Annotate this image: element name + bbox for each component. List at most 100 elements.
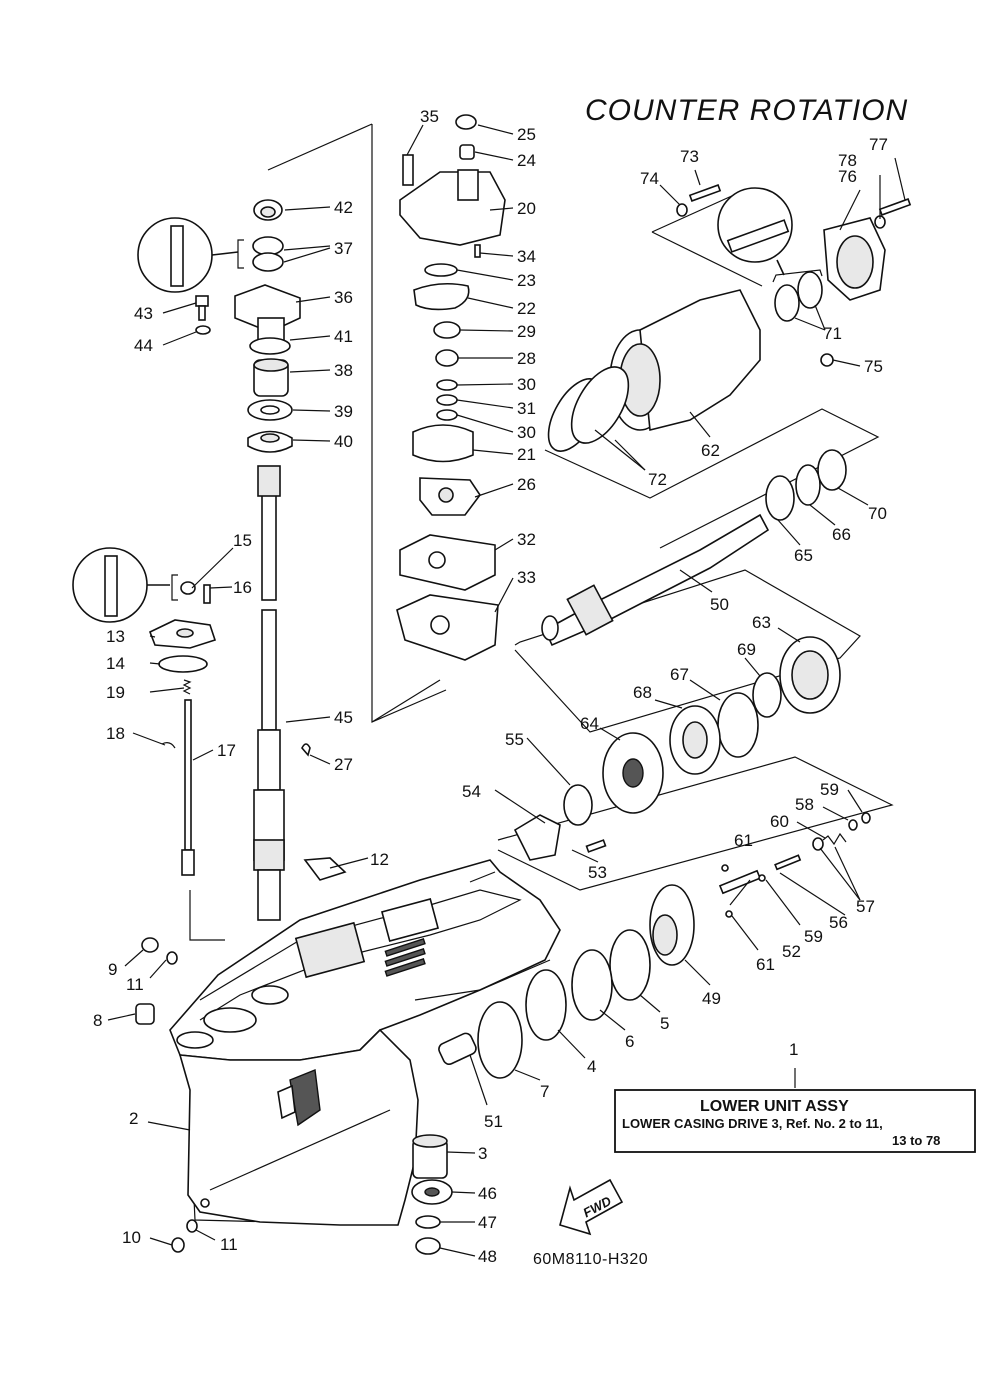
callout-57: 57: [856, 897, 875, 916]
callout-61b: 61: [756, 955, 775, 974]
callout-64: 64: [580, 714, 599, 733]
assembly-line2: 13 to 78: [892, 1133, 940, 1148]
drive-shaft-assembly: [195, 199, 347, 921]
callout-76: 76: [838, 167, 857, 186]
misc-small-parts: [135, 937, 198, 1253]
callout-58: 58: [795, 795, 814, 814]
assembly-reference-box: LOWER UNIT ASSY LOWER CASING DRIVE 3, Re…: [614, 1040, 976, 1153]
callout-19: 19: [106, 683, 125, 702]
callout-30a: 30: [517, 375, 536, 394]
shift-rod-assembly: [148, 581, 217, 876]
callout-54: 54: [462, 782, 481, 801]
forward-gear-bearings: [513, 636, 841, 861]
callout-leaders: [107, 124, 906, 1257]
callout-28: 28: [517, 349, 536, 368]
callout-38: 38: [334, 361, 353, 380]
callout-3: 3: [478, 1144, 487, 1163]
callout-60: 60: [770, 812, 789, 831]
propeller-shaft: [541, 449, 847, 647]
callout-53: 53: [588, 863, 607, 882]
lower-casing: [169, 859, 561, 1226]
assembly-title: LOWER UNIT ASSY: [700, 1098, 849, 1115]
callout-72: 72: [648, 470, 667, 489]
callout-15: 15: [233, 531, 252, 550]
diagram-code: 60M8110-H320: [533, 1251, 648, 1268]
propeller-shaft-housing: [547, 184, 912, 452]
callout-27: 27: [334, 755, 353, 774]
callout-2: 2: [129, 1109, 138, 1128]
diagram-title: COUNTER ROTATION: [585, 94, 908, 127]
callout-24: 24: [517, 151, 536, 170]
callout-48: 48: [478, 1247, 497, 1266]
callout-59b: 59: [804, 927, 823, 946]
callout-26: 26: [517, 475, 536, 494]
detail-bubbles: [72, 187, 823, 623]
callout-21: 21: [517, 445, 536, 464]
callout-35: 35: [420, 107, 439, 126]
callout-56: 56: [829, 913, 848, 932]
callout-4: 4: [587, 1057, 596, 1076]
callout-70: 70: [868, 504, 887, 523]
callout-52: 52: [782, 942, 801, 961]
callout-51: 51: [484, 1112, 503, 1131]
callout-labels: 2 3 4 5 6 7 8 9 10 11 11 12 13 14 15 16 …: [93, 107, 888, 1266]
shift-plunger-parts: [718, 812, 871, 918]
callout-50: 50: [710, 595, 729, 614]
callout-30b: 30: [517, 423, 536, 442]
callout-31: 31: [517, 399, 536, 418]
callout-18: 18: [106, 724, 125, 743]
callout-45: 45: [334, 708, 353, 727]
callout-44: 44: [134, 336, 153, 355]
callout-68: 68: [633, 683, 652, 702]
callout-10: 10: [122, 1228, 141, 1247]
callout-33: 33: [517, 568, 536, 587]
callout-71: 71: [823, 324, 842, 343]
callout-41: 41: [334, 327, 353, 346]
callout-11b: 11: [220, 1235, 238, 1254]
callout-77: 77: [869, 135, 888, 154]
callout-67: 67: [670, 665, 689, 684]
callout-49: 49: [702, 989, 721, 1008]
water-pump-assembly: [396, 114, 506, 661]
callout-73: 73: [680, 147, 699, 166]
callout-69: 69: [737, 640, 756, 659]
callout-63: 63: [752, 613, 771, 632]
callout-8: 8: [93, 1011, 102, 1030]
callout-12: 12: [370, 850, 389, 869]
callout-42: 42: [334, 198, 353, 217]
callout-25: 25: [517, 125, 536, 144]
callout-32: 32: [517, 530, 536, 549]
assembly-line1: LOWER CASING DRIVE 3, Ref. No. 2 to 11,: [622, 1116, 883, 1131]
callout-6: 6: [625, 1032, 634, 1051]
callout-9: 9: [108, 960, 117, 979]
callout-36: 36: [334, 288, 353, 307]
callout-5: 5: [660, 1014, 669, 1033]
callout-61a: 61: [734, 831, 753, 850]
fwd-arrow: FWD: [559, 1178, 624, 1236]
callout-13: 13: [106, 627, 125, 646]
callout-39: 39: [334, 402, 353, 421]
callout-62: 62: [701, 441, 720, 460]
callout-43: 43: [134, 304, 153, 323]
callout-59a: 59: [820, 780, 839, 799]
reverse-gear-parts: [411, 884, 695, 1255]
callout-22: 22: [517, 299, 536, 318]
callout-74: 74: [640, 169, 659, 188]
callout-46: 46: [478, 1184, 497, 1203]
callout-37: 37: [334, 239, 353, 258]
callout-7: 7: [540, 1082, 549, 1101]
callout-55: 55: [505, 730, 524, 749]
callout-23: 23: [517, 271, 536, 290]
callout-20: 20: [517, 199, 536, 218]
callout-11a: 11: [126, 975, 144, 994]
callout-17: 17: [217, 741, 236, 760]
callout-29: 29: [517, 322, 536, 341]
callout-14: 14: [106, 654, 125, 673]
callout-16: 16: [233, 578, 252, 597]
callout-40: 40: [334, 432, 353, 451]
callout-1: 1: [789, 1040, 798, 1059]
callout-75: 75: [864, 357, 883, 376]
callout-47: 47: [478, 1213, 497, 1232]
callout-66: 66: [832, 525, 851, 544]
